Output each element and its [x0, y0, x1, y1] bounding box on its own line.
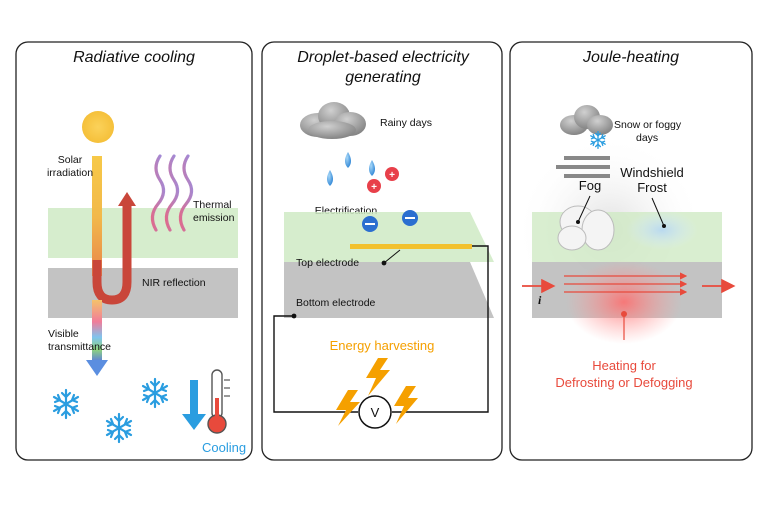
visible-label-2: transmittance — [48, 341, 111, 353]
snow-label-2: days — [636, 132, 658, 144]
bottom-electrode-label: Bottom electrode — [296, 297, 376, 309]
frost-patch — [626, 210, 698, 250]
gray-glass-film — [284, 262, 494, 318]
voltmeter-icon — [358, 395, 392, 429]
green-film — [284, 212, 494, 262]
panel-droplet-electricity: Droplet-based electricity generating Rai… — [261, 41, 503, 461]
snow-label-1: Snow or foggy — [614, 119, 682, 131]
thermal-label-2: emission — [193, 212, 235, 224]
top-electrode-strip — [350, 244, 472, 249]
lightning-icon — [366, 358, 390, 396]
panel-title: Radiative cooling — [73, 49, 195, 66]
visible-label-1: Visible — [48, 328, 79, 340]
fog-label: Fog — [579, 178, 601, 193]
lightning-icon — [394, 386, 418, 424]
current-label: i — [538, 293, 542, 307]
panel-title-line-1: Droplet-based electricity — [297, 49, 470, 66]
droplet-icon — [369, 160, 375, 176]
visible-arrow-head — [86, 360, 108, 376]
gray-glass-film — [48, 268, 238, 318]
solar-label-2: irradiation — [47, 167, 93, 179]
positive-charge-icon — [385, 167, 399, 181]
fog-lines-icon — [556, 156, 610, 178]
droplet-icon — [345, 152, 351, 168]
droplet-icon — [327, 170, 333, 186]
down-arrow-icon — [182, 380, 206, 430]
panel-radiative-cooling: Radiative cooling Solar irradiation Ther… — [15, 41, 253, 461]
cloud-icon — [560, 105, 613, 135]
circuit-wire — [392, 245, 489, 413]
windshield-label-2: Frost — [637, 180, 667, 195]
positive-charge-icon — [367, 179, 381, 193]
voltmeter-label: V — [371, 405, 380, 420]
solar-beam — [92, 156, 102, 276]
heating-label-2: Defrosting or Defogging — [555, 375, 692, 390]
heating-lines — [564, 272, 688, 296]
panel-title: Joule-heating — [582, 49, 679, 66]
nir-label: NIR reflection — [142, 277, 206, 289]
panel-joule-heating: Joule-heating Snow or foggy days — [509, 41, 753, 461]
lightning-icon — [336, 390, 360, 426]
heat-glow — [566, 260, 682, 344]
top-electrode-label: Top electrode — [296, 257, 359, 269]
energy-harvesting-label: Energy harvesting — [330, 338, 435, 353]
rainy-label: Rainy days — [380, 117, 432, 129]
thermal-wave-icon — [150, 154, 194, 232]
cooling-label: Cooling — [202, 440, 246, 455]
nir-reflection-arrow — [92, 205, 132, 305]
nir-arrow-head — [118, 192, 136, 206]
windshield-label-1: Windshield — [620, 165, 684, 180]
svg-text:+: + — [371, 182, 377, 193]
heating-label-1: Heating for — [592, 358, 656, 373]
visible-beam — [92, 300, 102, 362]
fog-blob-icon — [557, 205, 615, 251]
circuit-wire — [273, 315, 358, 413]
thermal-label-1: Thermal — [193, 199, 232, 211]
sun-icon — [82, 111, 114, 143]
cloud-icon — [300, 102, 366, 139]
thermometer-icon — [207, 369, 230, 434]
panel-title-line-2: generating — [345, 69, 421, 86]
svg-text:+: + — [389, 170, 395, 181]
solar-label-1: Solar — [58, 154, 83, 166]
